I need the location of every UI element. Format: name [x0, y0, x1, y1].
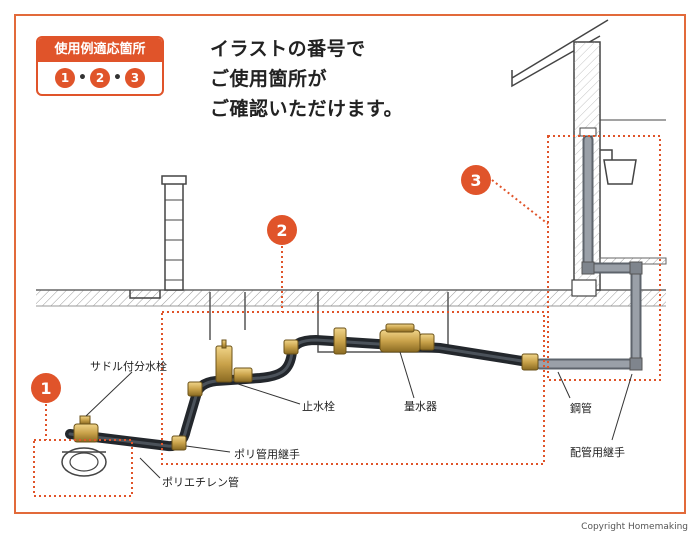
marker-1: 1 [31, 373, 61, 403]
outer-frame [14, 14, 686, 514]
saddle-tap-assembly [61, 415, 107, 477]
badge-number-3: 3 [124, 68, 145, 88]
steel-pipe-run [534, 127, 643, 371]
label-stopcock: 止水栓 [302, 400, 335, 413]
headline-line-3: ご確認いただけます。 [210, 98, 404, 120]
label-water-meter: 量水器 [404, 400, 437, 413]
label-steel-pipe: 鋼管 [570, 402, 592, 415]
callout-lines [85, 351, 633, 479]
polyethylene-pipe [65, 334, 533, 452]
label-pipe-joint: 配管用継手 [570, 446, 625, 459]
badge-number-1: 1 [55, 68, 76, 88]
usage-area-1-box [33, 439, 133, 497]
vent-pipe [129, 175, 187, 299]
headline-line-1: イラストの番号で [210, 38, 366, 60]
headline-line-2: ご使用箇所が [210, 68, 328, 90]
usage-badge-numbers: 1 • 2 • 3 [38, 62, 162, 94]
label-polyethylene-pipe: ポリエチレン管 [162, 476, 239, 489]
label-saddle-tap: サドル付分水栓 [90, 360, 167, 373]
ground [36, 289, 666, 307]
usage-area-2-box [161, 311, 545, 465]
label-poly-pipe-joint: ポリ管用継手 [234, 448, 300, 461]
svg-text:3: 3 [470, 171, 481, 190]
usage-badge-title: 使用例適応箇所 [38, 38, 162, 62]
svg-text:2: 2 [276, 221, 287, 240]
badge-separator: • [78, 70, 87, 86]
usage-badge: 使用例適応箇所 1 • 2 • 3 [36, 36, 164, 96]
marker-3: 3 [461, 165, 491, 195]
headline: イラストの番号で ご使用箇所が ご確認いただけます。 [210, 34, 403, 124]
copyright-text: Copyright Homemaking [581, 522, 688, 532]
badge-number-2: 2 [90, 68, 110, 88]
usage-area-3-box [547, 135, 661, 381]
badge-separator: • [113, 70, 122, 86]
brass-fittings [171, 323, 539, 451]
marker-2: 2 [267, 215, 297, 245]
svg-text:1: 1 [40, 379, 51, 398]
marker-leaders [45, 179, 549, 440]
